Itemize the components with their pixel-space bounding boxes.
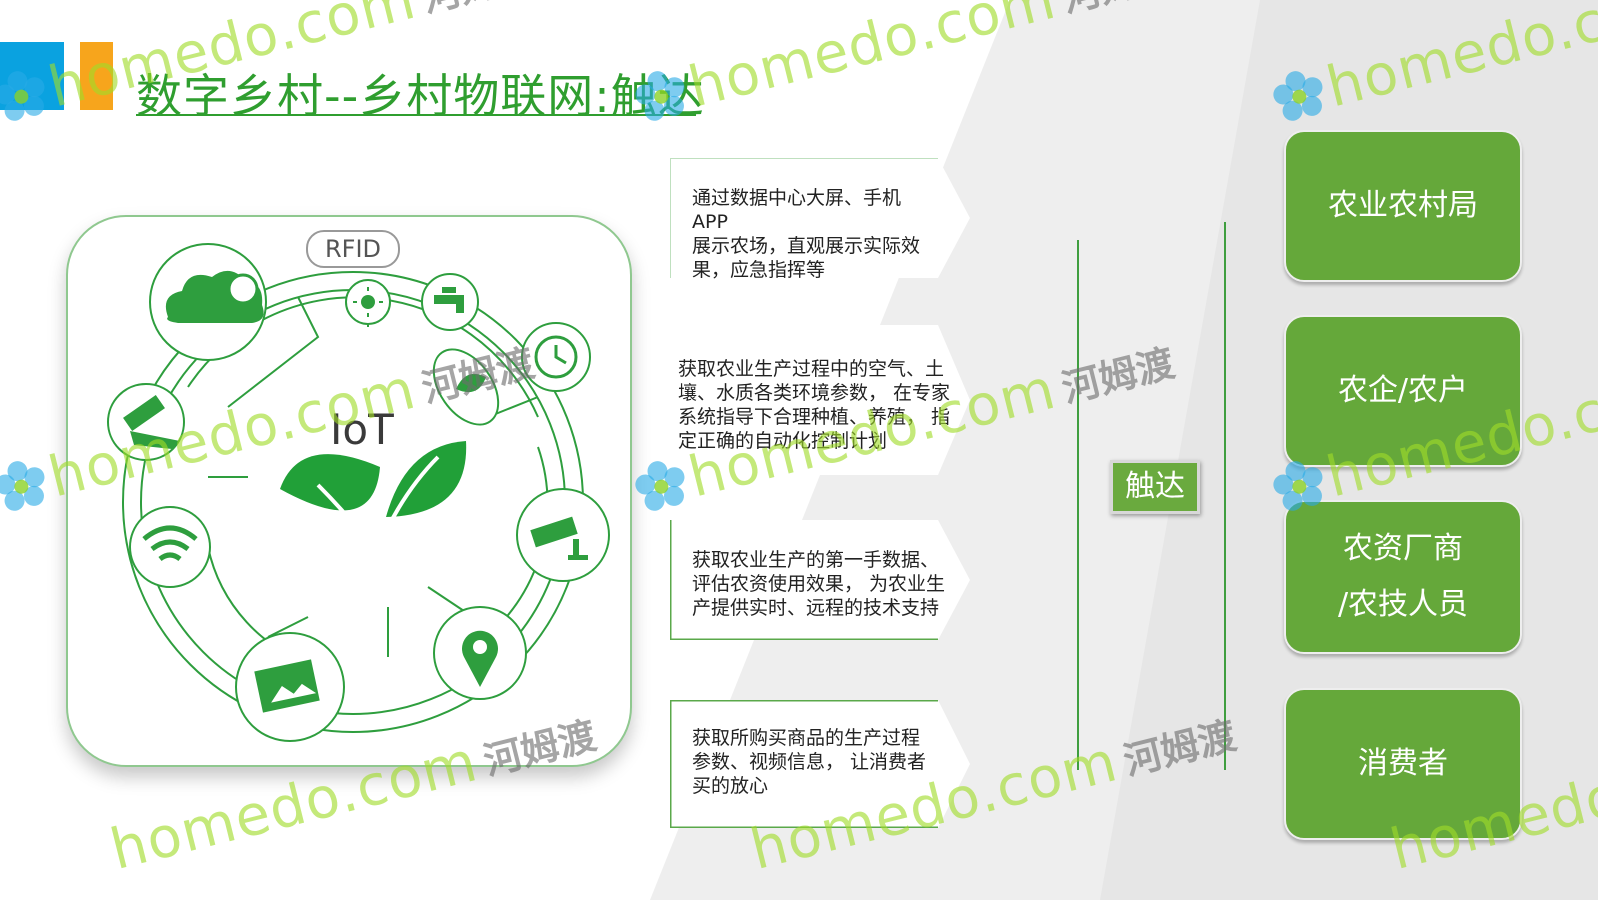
title-underline <box>136 114 696 116</box>
sun-sensor-icon <box>345 279 391 325</box>
info-text-2: 获取农业生产过程中的空气、土 壤、水质各类环境参数， 在专家 系统指导下合理种植… <box>678 358 951 452</box>
leaf-drop-icon <box>432 348 500 426</box>
iot-center-label: IoT <box>330 405 394 454</box>
page-title: 数字乡村--乡村物联网:触达 <box>136 69 705 123</box>
info-box-1: 通过数据中心大屏、手机 APP 展示农场，直观展示实际效 果，应急指挥等 <box>670 158 970 281</box>
info-box-2: 获取农业生产过程中的空气、土 壤、水质各类环境参数， 在专家 系统指导下合理种植… <box>670 325 970 475</box>
connector-line-left <box>1077 240 1079 770</box>
info-box-3: 获取农业生产的第一手数据、 评估农资使用效果， 为农业生 产提供实时、远程的技术… <box>670 520 970 640</box>
wifi-icon <box>129 506 211 588</box>
test-tube-icon <box>107 383 185 461</box>
rfid-label: RFID <box>306 230 400 268</box>
target-suppliers-technicians: 农资厂商 /农技人员 <box>1284 500 1522 654</box>
leaf-icon <box>280 441 467 567</box>
title-accent-orange <box>80 42 113 110</box>
title-accent-blue <box>0 42 64 110</box>
target-enterprises-farmers: 农企/农户 <box>1284 315 1522 467</box>
clock-icon <box>521 322 591 392</box>
target-agriculture-bureau: 农业农村局 <box>1284 130 1522 282</box>
connector-line-right <box>1224 222 1226 770</box>
water-tap-icon <box>421 273 479 331</box>
reach-badge: 触达 <box>1110 460 1200 514</box>
target-consumers: 消费者 <box>1284 688 1522 840</box>
info-text-1: 通过数据中心大屏、手机 APP 展示农场，直观展示实际效 果，应急指挥等 <box>692 187 921 281</box>
iot-illustration-card: RFID IoT <box>66 215 632 767</box>
info-text-4: 获取所购买商品的生产过程 参数、视频信息， 让消费者 买的放心 <box>692 727 927 797</box>
camera-icon <box>516 488 610 582</box>
location-pin-icon <box>433 606 527 700</box>
cloud-sun-icon <box>149 243 267 361</box>
image-icon <box>235 632 345 742</box>
info-box-4: 获取所购买商品的生产过程 参数、视频信息， 让消费者 买的放心 <box>670 700 970 828</box>
iot-diagram <box>107 243 610 742</box>
info-text-3: 获取农业生产的第一手数据、 评估农资使用效果， 为农业生 产提供实时、远程的技术… <box>692 549 946 619</box>
